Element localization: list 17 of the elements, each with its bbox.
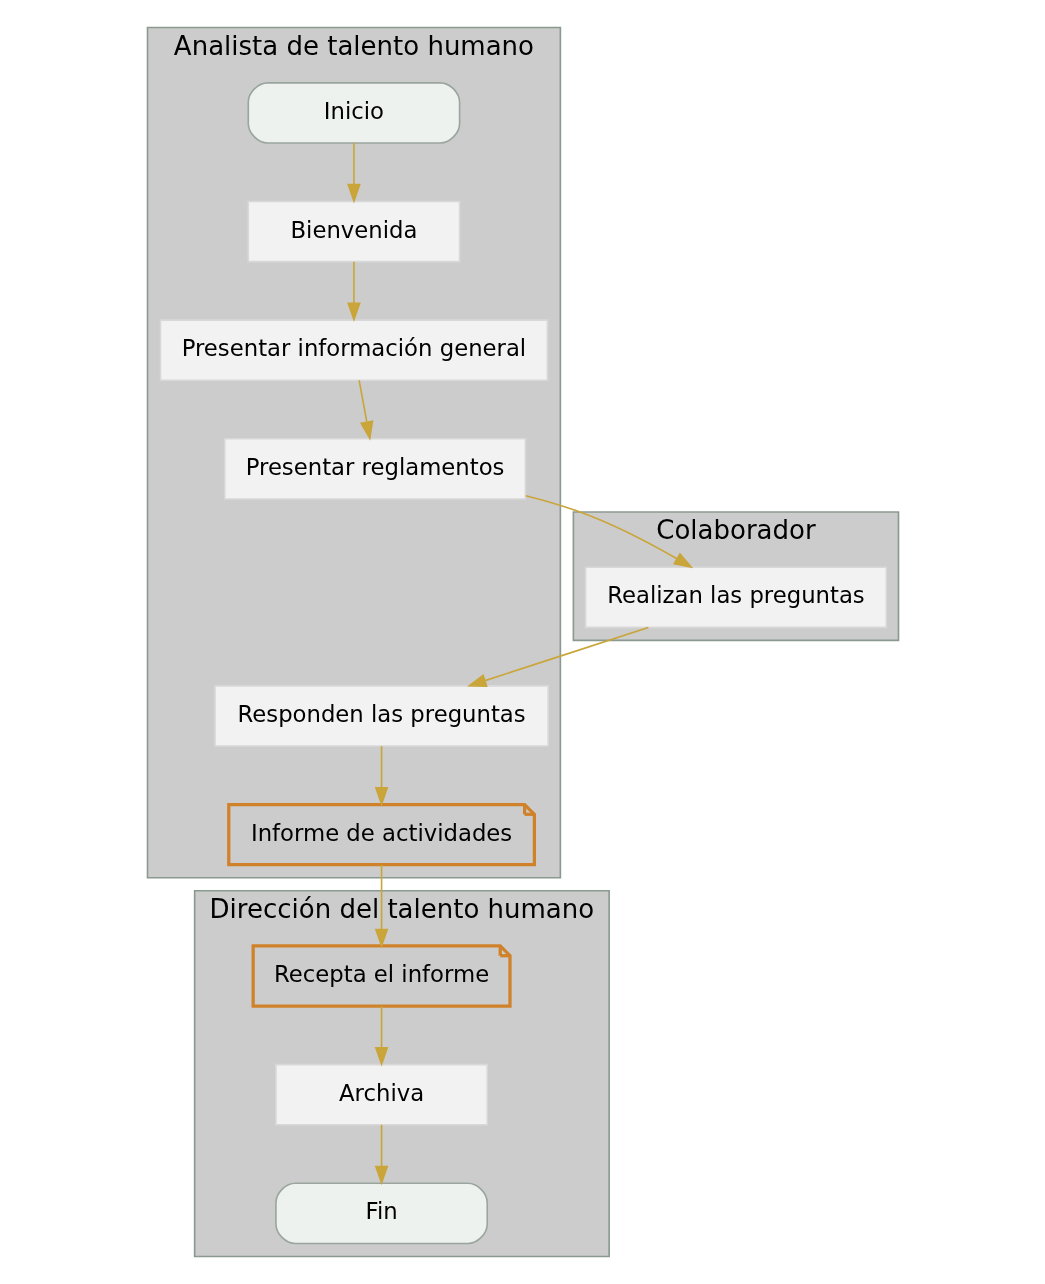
arrow [357,379,373,441]
node-box: Presentar reglamentos [223,438,526,500]
node-box: Archiva [274,1063,488,1126]
arrow [374,745,388,807]
node-box: Responden las preguntas [213,685,549,747]
arrow [374,1124,388,1186]
node-box: Presentar información general [159,319,548,382]
arrow [466,626,649,687]
node-box: Fin [274,1182,488,1245]
arrow [346,142,361,204]
arrow [524,494,693,569]
arrow [374,864,388,949]
arrow [346,260,361,323]
arrow [374,1005,388,1067]
node-box: Realizan las preguntas [584,566,887,629]
node-box: Inicio [246,82,460,144]
node-box: Bienvenida [246,200,460,263]
